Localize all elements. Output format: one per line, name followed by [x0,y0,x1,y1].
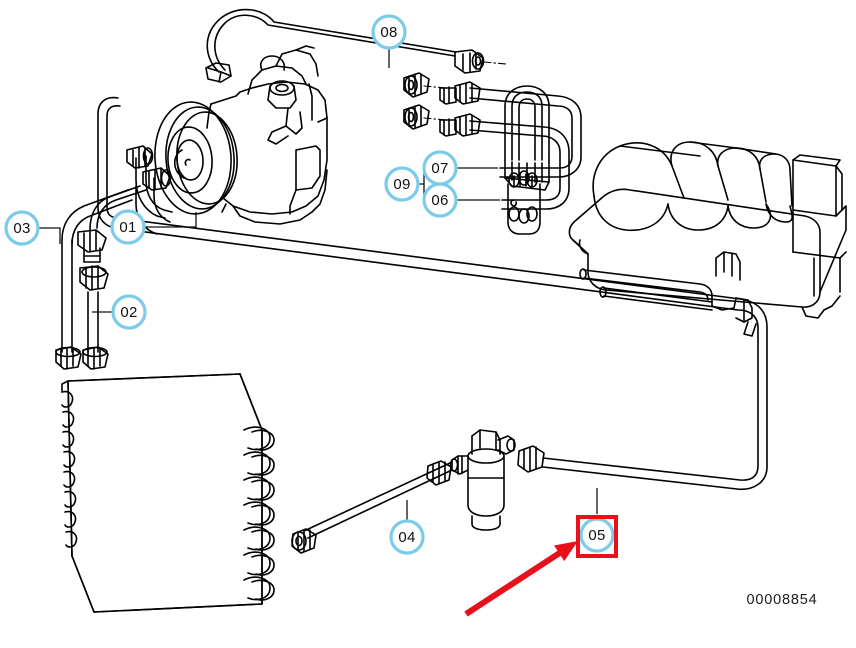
arrow-head-icon [554,541,578,562]
callout-badge-07[interactable]: 07 [422,150,458,186]
suction-hose-08 [205,8,485,83]
annotation-arrow [464,541,578,617]
callout-leader-01 [144,212,197,228]
callout-label-01: 01 [119,219,136,236]
callout-badge-02[interactable]: 02 [111,294,147,330]
evaporator-heater-unit [568,141,847,337]
callout-label-03: 03 [13,220,30,237]
condenser [61,373,275,613]
callout-badge-09[interactable]: 09 [384,166,420,202]
expansion-valve-pipes [403,72,582,235]
callout-leader-03 [38,227,61,244]
drawing-number: 00008854 [747,592,818,608]
callout-label-09: 09 [393,176,410,193]
callout-label-04: 04 [398,529,415,546]
callout-badge-01[interactable]: 01 [110,209,146,245]
callout-label-08: 08 [380,24,397,41]
callout-ring-03 [4,210,40,246]
centerline-marks [423,61,507,121]
callout-ring-08 [371,14,407,50]
callout-label-05: 05 [588,527,605,544]
callout-ring-07 [422,150,458,186]
callout-badge-06[interactable]: 06 [422,182,458,218]
callout-label-02: 02 [120,304,137,321]
callout-label-06: 06 [431,192,448,209]
callout-ring-02 [111,294,147,330]
compressor [154,45,328,225]
callout-badges[interactable]: 01 02 03 04 05 06 07 08 09 [4,14,615,555]
highlight-box [576,515,618,558]
arrow-shaft [464,548,565,617]
refrigerant-pipe-04 [291,460,453,554]
callout-badge-04[interactable]: 04 [389,519,425,555]
receiver-drier [449,429,516,531]
callout-badge-05[interactable]: 05 [579,517,615,553]
callout-ring-09 [384,166,420,202]
compressor-hoses [55,145,173,370]
callout-badge-08[interactable]: 08 [371,14,407,50]
callout-label-07: 07 [431,160,448,177]
callout-ring-01 [110,209,146,245]
callout-ring-04 [389,519,425,555]
callout-badge-03[interactable]: 03 [4,210,40,246]
